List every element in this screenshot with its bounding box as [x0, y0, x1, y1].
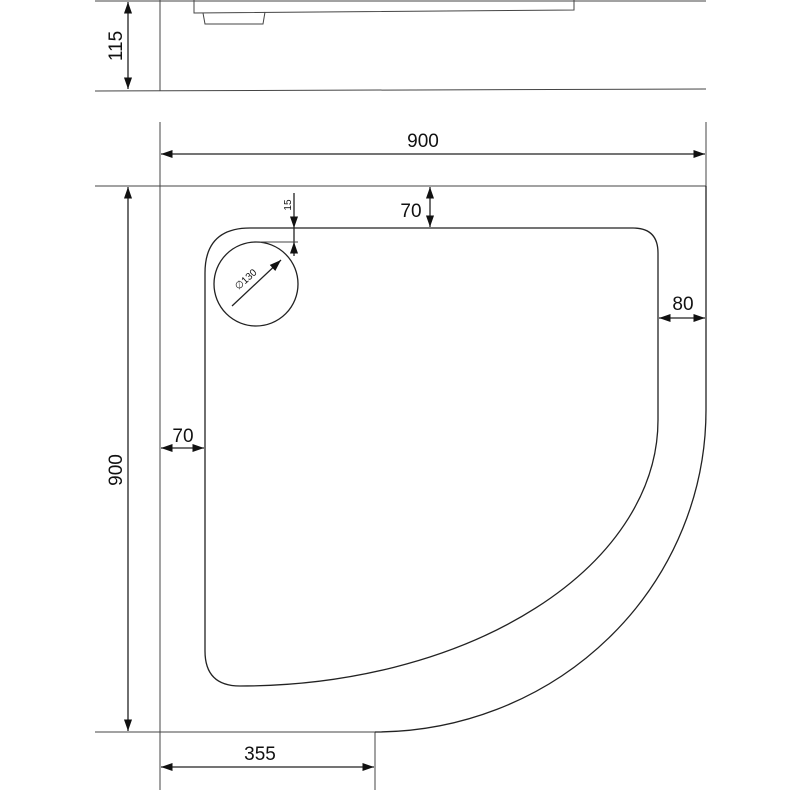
drain-offset-label: 15	[283, 199, 294, 211]
outer-curved-edge	[374, 186, 707, 733]
side-view: 115	[94, 0, 707, 92]
inner-basin-outline	[204, 227, 659, 687]
drain-diameter-label: ∅130	[233, 267, 260, 292]
straight-edge-label: 355	[244, 744, 276, 765]
depth-label: 900	[106, 454, 127, 486]
drain-circle	[213, 241, 299, 327]
height-label: 115	[106, 31, 127, 61]
top-rim-label: 70	[400, 201, 421, 222]
plan-view: ∅130 15 900 900 70 70 80 355	[95, 122, 707, 790]
right-rim-label: 80	[672, 294, 693, 315]
left-rim-label: 70	[172, 426, 193, 447]
width-label: 900	[407, 131, 439, 152]
